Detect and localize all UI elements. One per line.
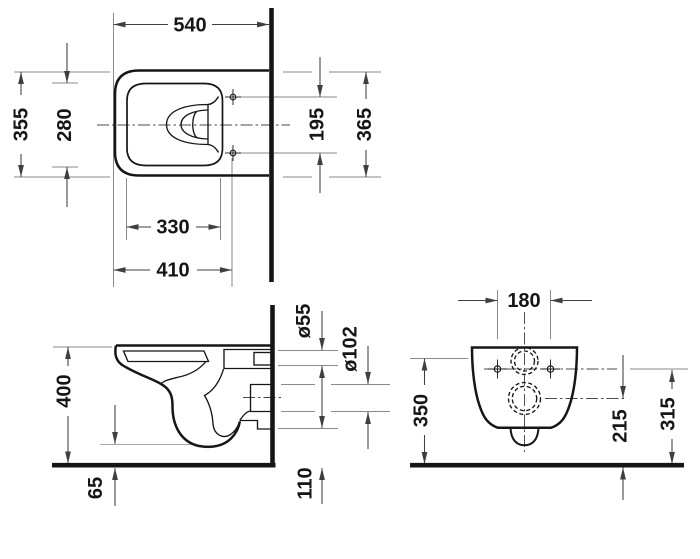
dim-label-355: 355: [11, 108, 33, 141]
bowl-water-inner: [180, 109, 209, 140]
bowl-rear-outline: [470, 346, 579, 430]
dim-label-280: 280: [54, 108, 76, 141]
bowl-inner-curve: [159, 361, 207, 385]
dim-label-540: 540: [173, 15, 206, 37]
dim-label-d55: ø55: [293, 304, 315, 338]
dim-label-410: 410: [156, 260, 189, 282]
fixing-hole-mark: [541, 359, 560, 379]
bowl-plan-outline: [113, 69, 269, 177]
side-view: 400 65 ø55 ø102 110: [52, 304, 390, 506]
dimension-180: 180: [458, 290, 592, 312]
flush-inlet-inner: [513, 350, 536, 372]
outlet-hole-inner: [511, 385, 538, 412]
dimension-410: 410: [113, 260, 232, 282]
dim-label-365: 365: [354, 108, 376, 141]
fixing-hole-mark: [225, 89, 241, 105]
toilet-body-profile: [114, 345, 242, 449]
dimension-65: 65: [85, 405, 118, 506]
bowl-water-chord: [192, 111, 198, 138]
bowl-rim-inner: [126, 82, 224, 167]
flush-channel-edge: [207, 96, 220, 153]
flush-inlet-spud: [223, 348, 271, 370]
front-view: 180 350 215 315: [410, 290, 688, 500]
dimension-350: 350: [411, 358, 433, 464]
dimension-355: 355: [11, 72, 33, 177]
dim-label-d102: ø102: [340, 326, 362, 372]
outlet-hole-outer: [507, 381, 542, 416]
dimension-540: 540: [113, 15, 269, 37]
flush-inlet-inner: [253, 351, 272, 366]
fixing-hole-mark: [488, 359, 507, 379]
dim-label-215: 215: [610, 409, 632, 442]
dim-label-195: 195: [307, 108, 329, 141]
flush-inlet-outer: [510, 346, 539, 376]
side-view-drawing: [52, 305, 284, 468]
trap-bump: [509, 427, 540, 447]
dim-label-330: 330: [156, 217, 189, 239]
back-step: [239, 419, 271, 430]
dim-label-110: 110: [295, 467, 317, 499]
dimension-315: 315: [658, 370, 680, 464]
dimension-330: 330: [126, 217, 221, 239]
dimension-d55: ø55: [293, 304, 325, 428]
seat-rim-section: [122, 350, 210, 363]
dimension-400: 400: [54, 347, 76, 464]
dimension-195: 195: [307, 57, 329, 193]
top-view: 540 355 280 195 365 330: [11, 8, 381, 287]
dimension-110: 110: [295, 467, 325, 504]
dimension-d102: ø102: [340, 326, 371, 449]
dim-label-315: 315: [658, 397, 680, 430]
top-view-drawing: [97, 8, 290, 282]
bowl-water-outline: [165, 103, 209, 146]
trap-back-curve: [239, 410, 251, 421]
dim-label-180: 180: [507, 290, 540, 312]
fixing-hole-mark: [225, 145, 241, 161]
dimension-215: 215: [610, 355, 632, 500]
top-view-extension-lines: [14, 13, 381, 287]
side-view-extension-lines: [53, 346, 390, 445]
dimension-365: 365: [354, 72, 376, 177]
dim-label-65: 65: [85, 477, 107, 499]
dim-label-400: 400: [54, 374, 76, 407]
outlet-stub: [249, 383, 271, 413]
trap-curve: [203, 368, 241, 438]
dim-label-350: 350: [411, 394, 433, 427]
front-view-drawing: [410, 346, 684, 468]
dimension-280: 280: [54, 43, 76, 207]
